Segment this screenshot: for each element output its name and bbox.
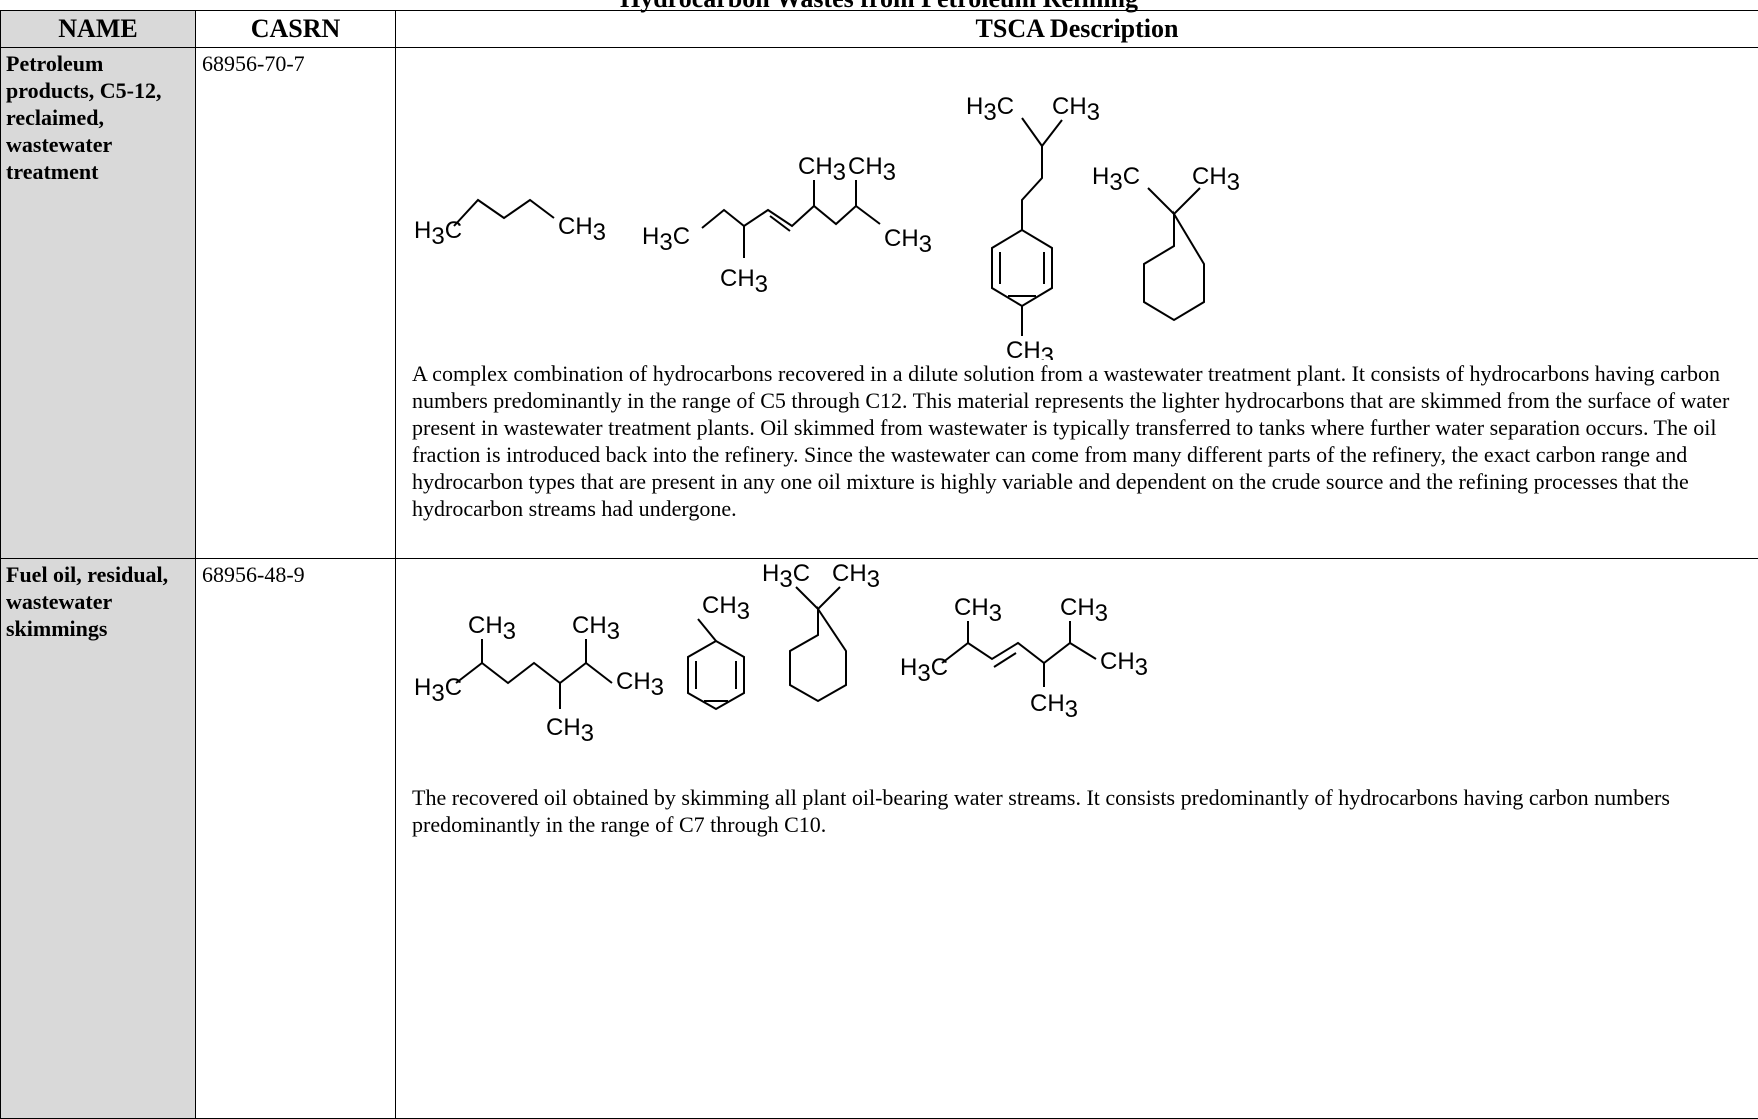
svg-text:CH3: CH3 [546, 714, 594, 747]
substance-name: Fuel oil, residual, wastewater skimmings [1, 559, 196, 1119]
svg-text:CH3: CH3 [1192, 163, 1240, 196]
svg-text:CH3: CH3 [798, 153, 846, 186]
table-row: Fuel oil, residual, wastewater skimmings… [1, 559, 1758, 1119]
casrn-value: 68956-70-7 [196, 48, 396, 559]
svg-text:CH3: CH3 [1006, 337, 1054, 360]
table-row: Petroleum products, C5-12, reclaimed, wa… [1, 48, 1758, 559]
svg-text:CH3: CH3 [572, 612, 620, 645]
description-text: A complex combination of hydrocarbons re… [412, 360, 1748, 522]
description-text: The recovered oil obtained by skimming a… [412, 784, 1748, 838]
header-description: TSCA Description [396, 11, 1758, 48]
svg-text:CH3: CH3 [1030, 690, 1078, 723]
svg-text:CH3: CH3 [954, 594, 1002, 627]
svg-text:CH3: CH3 [558, 213, 606, 246]
structure-diagram-row1: H3C CH3 H3C CH3 CH3 CH3 CH3 H3C CH3 CH3 … [412, 48, 1742, 360]
svg-text:CH3: CH3 [468, 612, 516, 645]
svg-text:H3C: H3C [414, 217, 462, 250]
header-row: NAME CASRN TSCA Description [1, 11, 1758, 48]
description-cell: H3C CH3 H3C CH3 CH3 CH3 CH3 H3C CH3 CH3 … [396, 48, 1758, 559]
svg-text:H3C: H3C [642, 223, 690, 256]
svg-text:H3C: H3C [414, 674, 462, 707]
svg-text:CH3: CH3 [616, 668, 664, 701]
svg-text:H3C: H3C [966, 93, 1014, 126]
svg-text:CH3: CH3 [1060, 594, 1108, 627]
hydrocarbon-table: NAME CASRN TSCA Description Petroleum pr… [0, 10, 1758, 1119]
header-casrn: CASRN [196, 11, 396, 48]
svg-text:CH3: CH3 [720, 265, 768, 298]
header-name: NAME [1, 11, 196, 48]
structure-diagram-row2: H3C CH3 CH3 CH3 CH3 CH3 H3C CH3 H3C CH3 … [412, 559, 1742, 784]
svg-text:CH3: CH3 [1052, 93, 1100, 126]
svg-text:H3C: H3C [900, 654, 948, 687]
svg-text:H3C: H3C [1092, 163, 1140, 196]
substance-name: Petroleum products, C5-12, reclaimed, wa… [1, 48, 196, 559]
svg-text:CH3: CH3 [1100, 648, 1148, 681]
casrn-value: 68956-48-9 [196, 559, 396, 1119]
description-cell: H3C CH3 CH3 CH3 CH3 CH3 H3C CH3 H3C CH3 … [396, 559, 1758, 1119]
svg-text:CH3: CH3 [884, 225, 932, 258]
svg-text:H3C: H3C [762, 560, 810, 593]
svg-text:CH3: CH3 [702, 592, 750, 625]
